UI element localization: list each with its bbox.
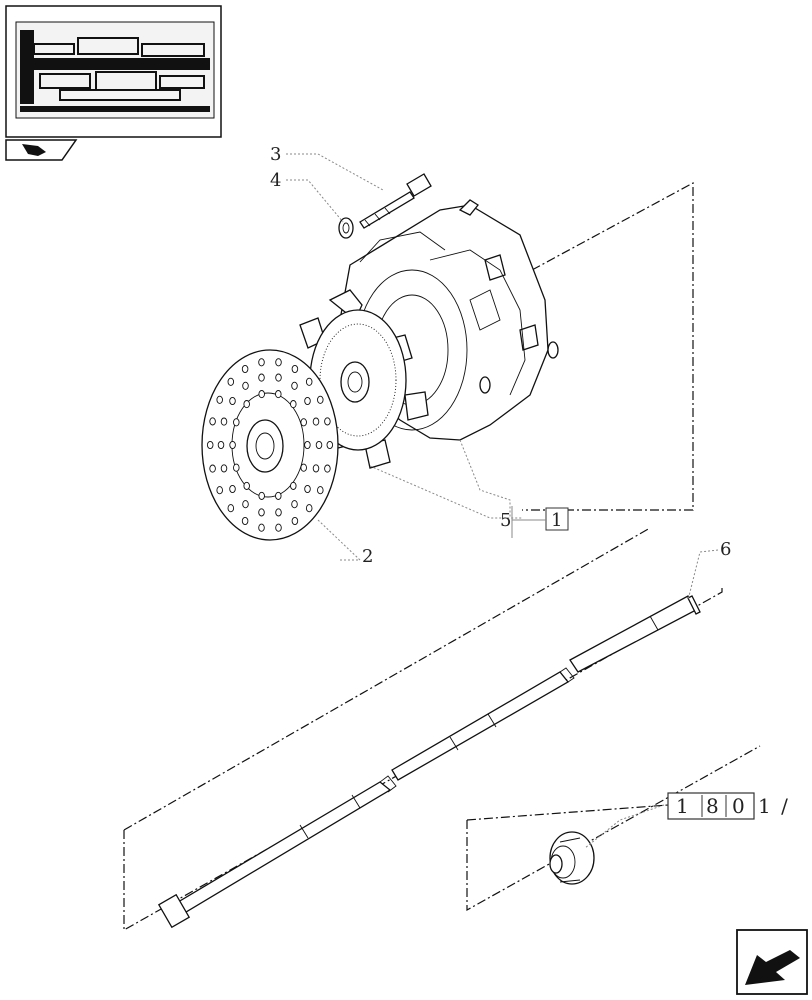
callout-1-box[interactable]: 1 bbox=[545, 507, 569, 531]
disc-hole bbox=[258, 491, 265, 500]
next-page-arrow-icon[interactable] bbox=[736, 929, 808, 995]
disc-hole bbox=[290, 400, 297, 409]
disc-hole bbox=[275, 373, 282, 382]
disc-hole bbox=[233, 463, 240, 472]
callout-3: 3 bbox=[270, 144, 281, 165]
ref-digit-2: 8 bbox=[706, 794, 721, 818]
disc-hole bbox=[243, 481, 250, 490]
disc-hole bbox=[229, 484, 236, 494]
disc-hole bbox=[209, 464, 216, 473]
disc-hole bbox=[275, 358, 282, 367]
clutch-group-box bbox=[522, 181, 694, 511]
disc-hole bbox=[227, 504, 235, 513]
disc-hole bbox=[227, 377, 235, 386]
callout-5: 5 bbox=[500, 510, 511, 531]
disc-hole bbox=[258, 390, 265, 399]
ref-digit-3: 0 bbox=[732, 794, 747, 818]
disc-hole bbox=[241, 364, 249, 374]
disc-hole bbox=[305, 377, 313, 386]
disc-hole bbox=[229, 396, 236, 406]
disc-hole bbox=[304, 440, 311, 450]
disc-hole bbox=[242, 381, 249, 390]
disc-hole bbox=[220, 464, 228, 473]
disc-hole bbox=[317, 486, 324, 495]
disc-hole bbox=[216, 395, 223, 404]
ref-digit-1: 1 bbox=[676, 794, 691, 818]
disc-hole bbox=[291, 381, 298, 390]
disc-hole bbox=[275, 390, 282, 399]
bolt-part bbox=[359, 173, 432, 229]
disc-hole bbox=[241, 516, 249, 526]
disc-hole bbox=[275, 491, 282, 500]
disc-hole bbox=[258, 373, 265, 382]
disc-hole bbox=[312, 464, 320, 473]
disc-hole bbox=[304, 484, 311, 494]
callout-1: 1 bbox=[551, 510, 562, 531]
disc-hole bbox=[258, 523, 265, 532]
disc-hole bbox=[300, 463, 307, 472]
prev-page-arrow-icon[interactable] bbox=[5, 139, 78, 161]
disc-hole bbox=[242, 500, 249, 509]
disc-hole bbox=[291, 516, 299, 526]
ref-tail: 1 / bbox=[758, 794, 790, 818]
disc-hole bbox=[290, 481, 297, 490]
disc-hole bbox=[243, 400, 250, 409]
disc-hole bbox=[206, 440, 214, 450]
disc-hole bbox=[220, 417, 228, 426]
callout-2: 2 bbox=[362, 546, 373, 567]
transmission-section-thumbnail-icon[interactable] bbox=[5, 5, 222, 138]
reference-group-box bbox=[466, 745, 761, 912]
disc-hole bbox=[300, 418, 307, 427]
drive-shaft-part bbox=[157, 595, 701, 929]
friction-disc-part bbox=[201, 349, 339, 541]
disc-hole bbox=[217, 440, 225, 450]
callout-6: 6 bbox=[720, 539, 731, 560]
leader-lines bbox=[286, 153, 719, 849]
disc-hole bbox=[324, 464, 331, 473]
disc-hole bbox=[275, 508, 282, 517]
disc-hole bbox=[312, 417, 320, 426]
disc-hole bbox=[233, 418, 240, 427]
disc-hole bbox=[229, 440, 236, 450]
reference-part bbox=[549, 831, 595, 885]
washer-part bbox=[338, 217, 354, 239]
callout-4: 4 bbox=[270, 170, 281, 191]
disc-hole bbox=[305, 504, 313, 513]
disc-hole bbox=[258, 358, 265, 367]
disc-hole bbox=[326, 440, 334, 450]
disc-hole bbox=[291, 500, 298, 509]
disc-hole bbox=[291, 364, 299, 374]
disc-hole bbox=[216, 486, 223, 495]
page-reference[interactable]: 1 8 0 1 / bbox=[667, 792, 790, 820]
disc-hole bbox=[315, 440, 323, 450]
disc-hole bbox=[304, 396, 311, 406]
disc-hole bbox=[209, 417, 216, 426]
disc-hole bbox=[317, 395, 324, 404]
disc-hole bbox=[324, 417, 331, 426]
shaft-group-box bbox=[123, 527, 723, 932]
disc-hole bbox=[258, 508, 265, 517]
disc-hole bbox=[275, 523, 282, 532]
